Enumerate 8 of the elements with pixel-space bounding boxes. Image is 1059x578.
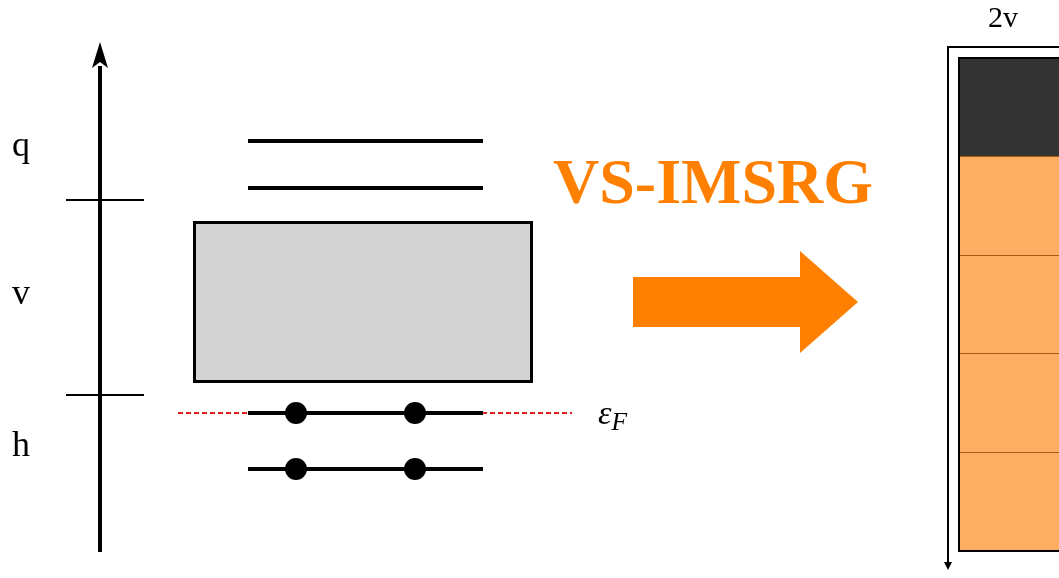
fermi-level-label: ε$_{F}$	[598, 396, 627, 430]
edge-label: VS-IMSRG	[553, 150, 874, 214]
axis-label: v	[12, 274, 30, 310]
valence-space-box	[193, 221, 533, 383]
arrow	[633, 251, 858, 353]
axis-label: h	[12, 426, 30, 462]
matrix-size-label: 2v	[988, 2, 1018, 32]
axis-label: q	[12, 126, 30, 162]
